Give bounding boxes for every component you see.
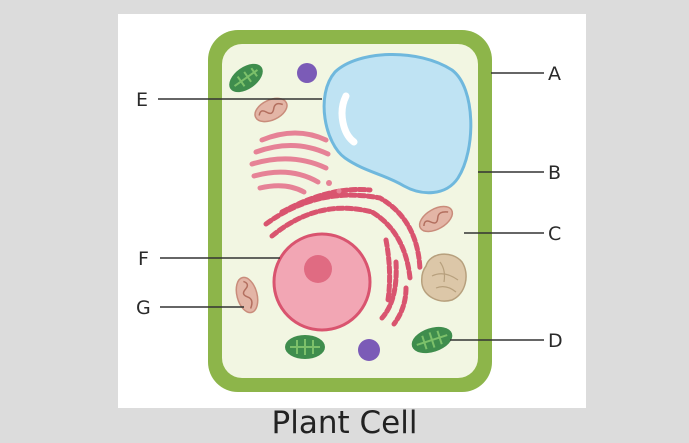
label-a: A (548, 63, 561, 85)
diagram-caption: Plant Cell (0, 404, 689, 442)
vesicle (326, 180, 332, 186)
label-c: C (548, 223, 561, 245)
nucleolus (304, 255, 332, 283)
vesicle (337, 189, 342, 194)
label-g: G (136, 297, 151, 319)
chloroplast (285, 335, 325, 359)
label-d: D (548, 330, 563, 352)
label-b: B (548, 162, 561, 184)
label-e: E (136, 89, 148, 111)
vesicle (297, 63, 317, 83)
vesicle (358, 339, 380, 361)
amyloplast (422, 254, 466, 301)
label-f: F (138, 248, 149, 270)
